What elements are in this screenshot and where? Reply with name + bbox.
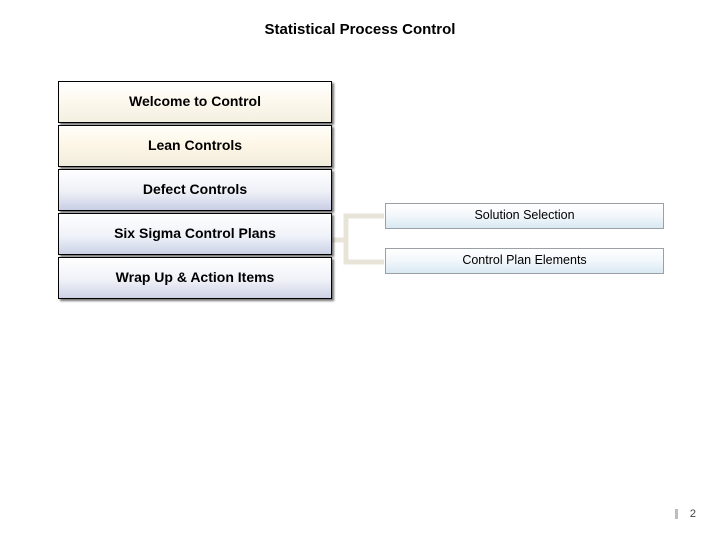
agenda-item-label: Wrap Up & Action Items — [115, 269, 275, 286]
agenda-item-welcome-to-control[interactable]: Welcome to Control — [58, 81, 332, 123]
page-number-tick — [675, 509, 678, 519]
agenda-item-label: Defect Controls — [142, 181, 248, 198]
agenda-item-label: Six Sigma Control Plans — [114, 225, 276, 242]
sub-item-label: Control Plan Elements — [462, 253, 587, 268]
agenda-item-wrap-up-action-items[interactable]: Wrap Up & Action Items — [58, 257, 332, 299]
sub-item-solution-selection[interactable]: Solution Selection — [385, 203, 664, 229]
agenda-item-six-sigma-control-plans[interactable]: Six Sigma Control Plans — [58, 213, 332, 255]
connector-bracket — [332, 213, 384, 265]
sub-item-control-plan-elements[interactable]: Control Plan Elements — [385, 248, 664, 274]
agenda-item-lean-controls[interactable]: Lean Controls — [58, 125, 332, 167]
agenda-item-defect-controls[interactable]: Defect Controls — [58, 169, 332, 211]
page-title: Statistical Process Control — [264, 21, 456, 38]
agenda-item-label: Welcome to Control — [129, 93, 261, 110]
agenda-item-label: Lean Controls — [147, 137, 243, 154]
sub-item-label: Solution Selection — [474, 208, 575, 223]
page-number: 2 — [689, 508, 696, 520]
